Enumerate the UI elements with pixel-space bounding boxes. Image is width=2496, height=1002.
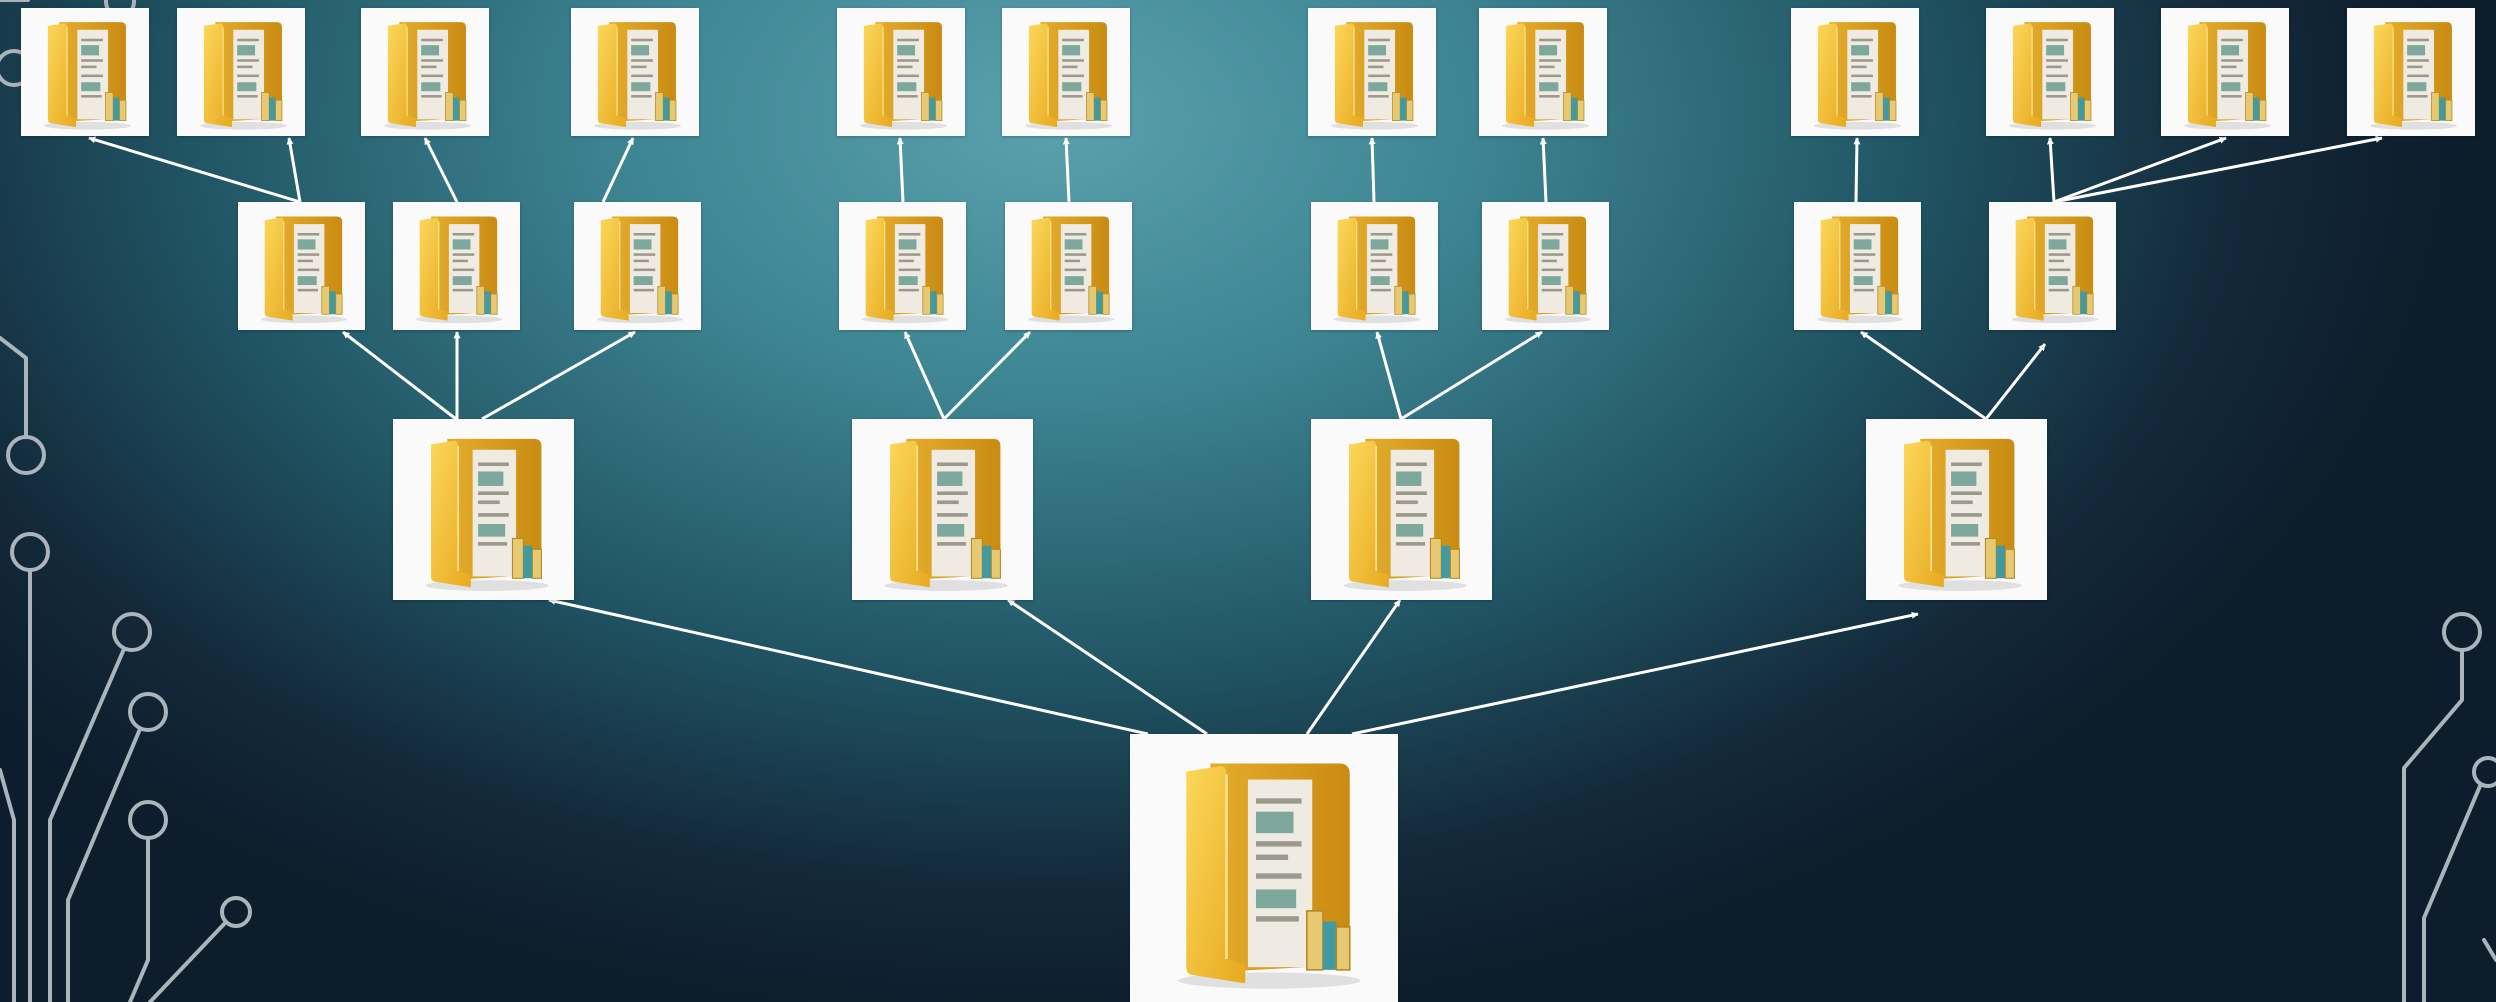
arrow-l2-d2-to-l3-10 — [2046, 137, 2056, 203]
folder-node-level1-l1-d — [1866, 419, 2047, 600]
folder-icon — [1027, 216, 1115, 324]
folder-icon — [1178, 763, 1361, 989]
circuit-decoration-left — [0, 0, 252, 1002]
folder-icon — [1816, 216, 1904, 324]
arrow-l1-b-to-l2-b1 — [903, 331, 946, 420]
arrow-l1-d-to-l2-d2 — [1984, 343, 2047, 420]
folder-node-level2-l2-a2 — [393, 202, 520, 330]
folder-node-level1-l1-c — [1311, 419, 1492, 600]
folder-node-level1-l1-b — [852, 419, 1033, 600]
arrow-l2-b1-to-l3-5 — [896, 137, 905, 203]
folder-icon — [1814, 22, 1902, 130]
folder-icon — [260, 216, 348, 324]
arrow-l2-d2-to-l3-12 — [2053, 135, 2383, 204]
folder-node-level2-l2-d2 — [1989, 202, 2116, 330]
folder-icon — [861, 216, 949, 324]
arrow-l1-a-to-l2-a1 — [342, 330, 457, 421]
folder-node-level3-l3-7 — [1308, 8, 1436, 136]
folder-icon — [1343, 438, 1467, 591]
folder-icon — [2009, 22, 2097, 130]
folder-icon — [596, 216, 684, 324]
folder-node-level3-l3-3 — [361, 8, 489, 136]
folder-node-level2-l2-a1 — [238, 202, 365, 330]
arrow-root-to-l1-a — [548, 597, 1149, 736]
folder-node-root-root — [1130, 734, 1398, 1002]
folder-node-level2-l2-b1 — [839, 202, 966, 330]
folder-node-level1-l1-a — [393, 419, 574, 600]
folder-node-level3-l3-8 — [1479, 8, 1607, 136]
folder-node-level3-l3-1 — [21, 8, 149, 136]
folder-node-level3-l3-9 — [1791, 8, 1919, 136]
arrow-l1-a-to-l2-a3 — [481, 330, 636, 421]
folder-icon — [1898, 438, 2022, 591]
folder-node-level2-l2-a3 — [574, 202, 701, 330]
folder-icon — [200, 22, 288, 130]
folder-icon — [415, 216, 503, 324]
folder-node-level3-l3-11 — [2161, 8, 2289, 136]
folder-node-level3-l3-10 — [1986, 8, 2114, 136]
arrow-l2-c1-to-l3-7 — [1368, 137, 1376, 203]
folder-icon — [425, 438, 549, 591]
folder-icon — [1331, 22, 1419, 130]
arrow-l1-c-to-l2-c2 — [1400, 330, 1543, 421]
arrow-l2-a2-to-l3-3 — [423, 137, 459, 203]
folder-node-level3-l3-6 — [1002, 8, 1130, 136]
arrow-l2-a1-to-l3-1 — [88, 136, 301, 204]
folder-icon — [1502, 22, 1590, 130]
folder-icon — [1025, 22, 1113, 130]
folder-node-level3-l3-4 — [571, 8, 699, 136]
arrow-root-to-l1-b — [1007, 598, 1208, 736]
folder-icon — [2370, 22, 2458, 130]
arrow-l2-d2-to-l3-11 — [2053, 136, 2227, 204]
folder-icon — [1333, 216, 1421, 324]
folder-node-level2-l2-c1 — [1311, 202, 1438, 330]
arrow-l1-c-to-l2-c1 — [1375, 331, 1403, 420]
arrow-root-to-l1-d — [1351, 611, 1919, 736]
folder-node-level3-l3-12 — [2347, 8, 2475, 136]
folder-node-level2-l2-c2 — [1482, 202, 1609, 330]
folder-icon — [1504, 216, 1592, 324]
folder-node-level3-l3-2 — [177, 8, 305, 136]
folder-icon — [384, 22, 472, 130]
arrow-l2-b2-to-l3-6 — [1062, 137, 1071, 203]
arrow-l2-a1-to-l3-2 — [286, 137, 302, 203]
arrow-l2-a3-to-l3-4 — [601, 137, 635, 203]
folder-icon — [2011, 216, 2099, 324]
folder-icon — [44, 22, 132, 130]
folder-icon — [594, 22, 682, 130]
arrow-l2-c2-to-l3-8 — [1539, 137, 1548, 203]
arrow-root-to-l1-c — [1305, 599, 1402, 735]
folder-icon — [2184, 22, 2272, 130]
folder-node-level2-l2-b2 — [1005, 202, 1132, 330]
arrow-l1-d-to-l2-d1 — [1860, 330, 1987, 421]
arrow-l1-b-to-l2-b2 — [942, 330, 1032, 421]
folder-node-level2-l2-d1 — [1794, 202, 1921, 330]
folder-icon — [860, 22, 948, 130]
folder-node-level3-l3-5 — [837, 8, 965, 136]
folder-icon — [884, 438, 1008, 591]
arrow-l2-d1-to-l3-9 — [1853, 137, 1861, 203]
